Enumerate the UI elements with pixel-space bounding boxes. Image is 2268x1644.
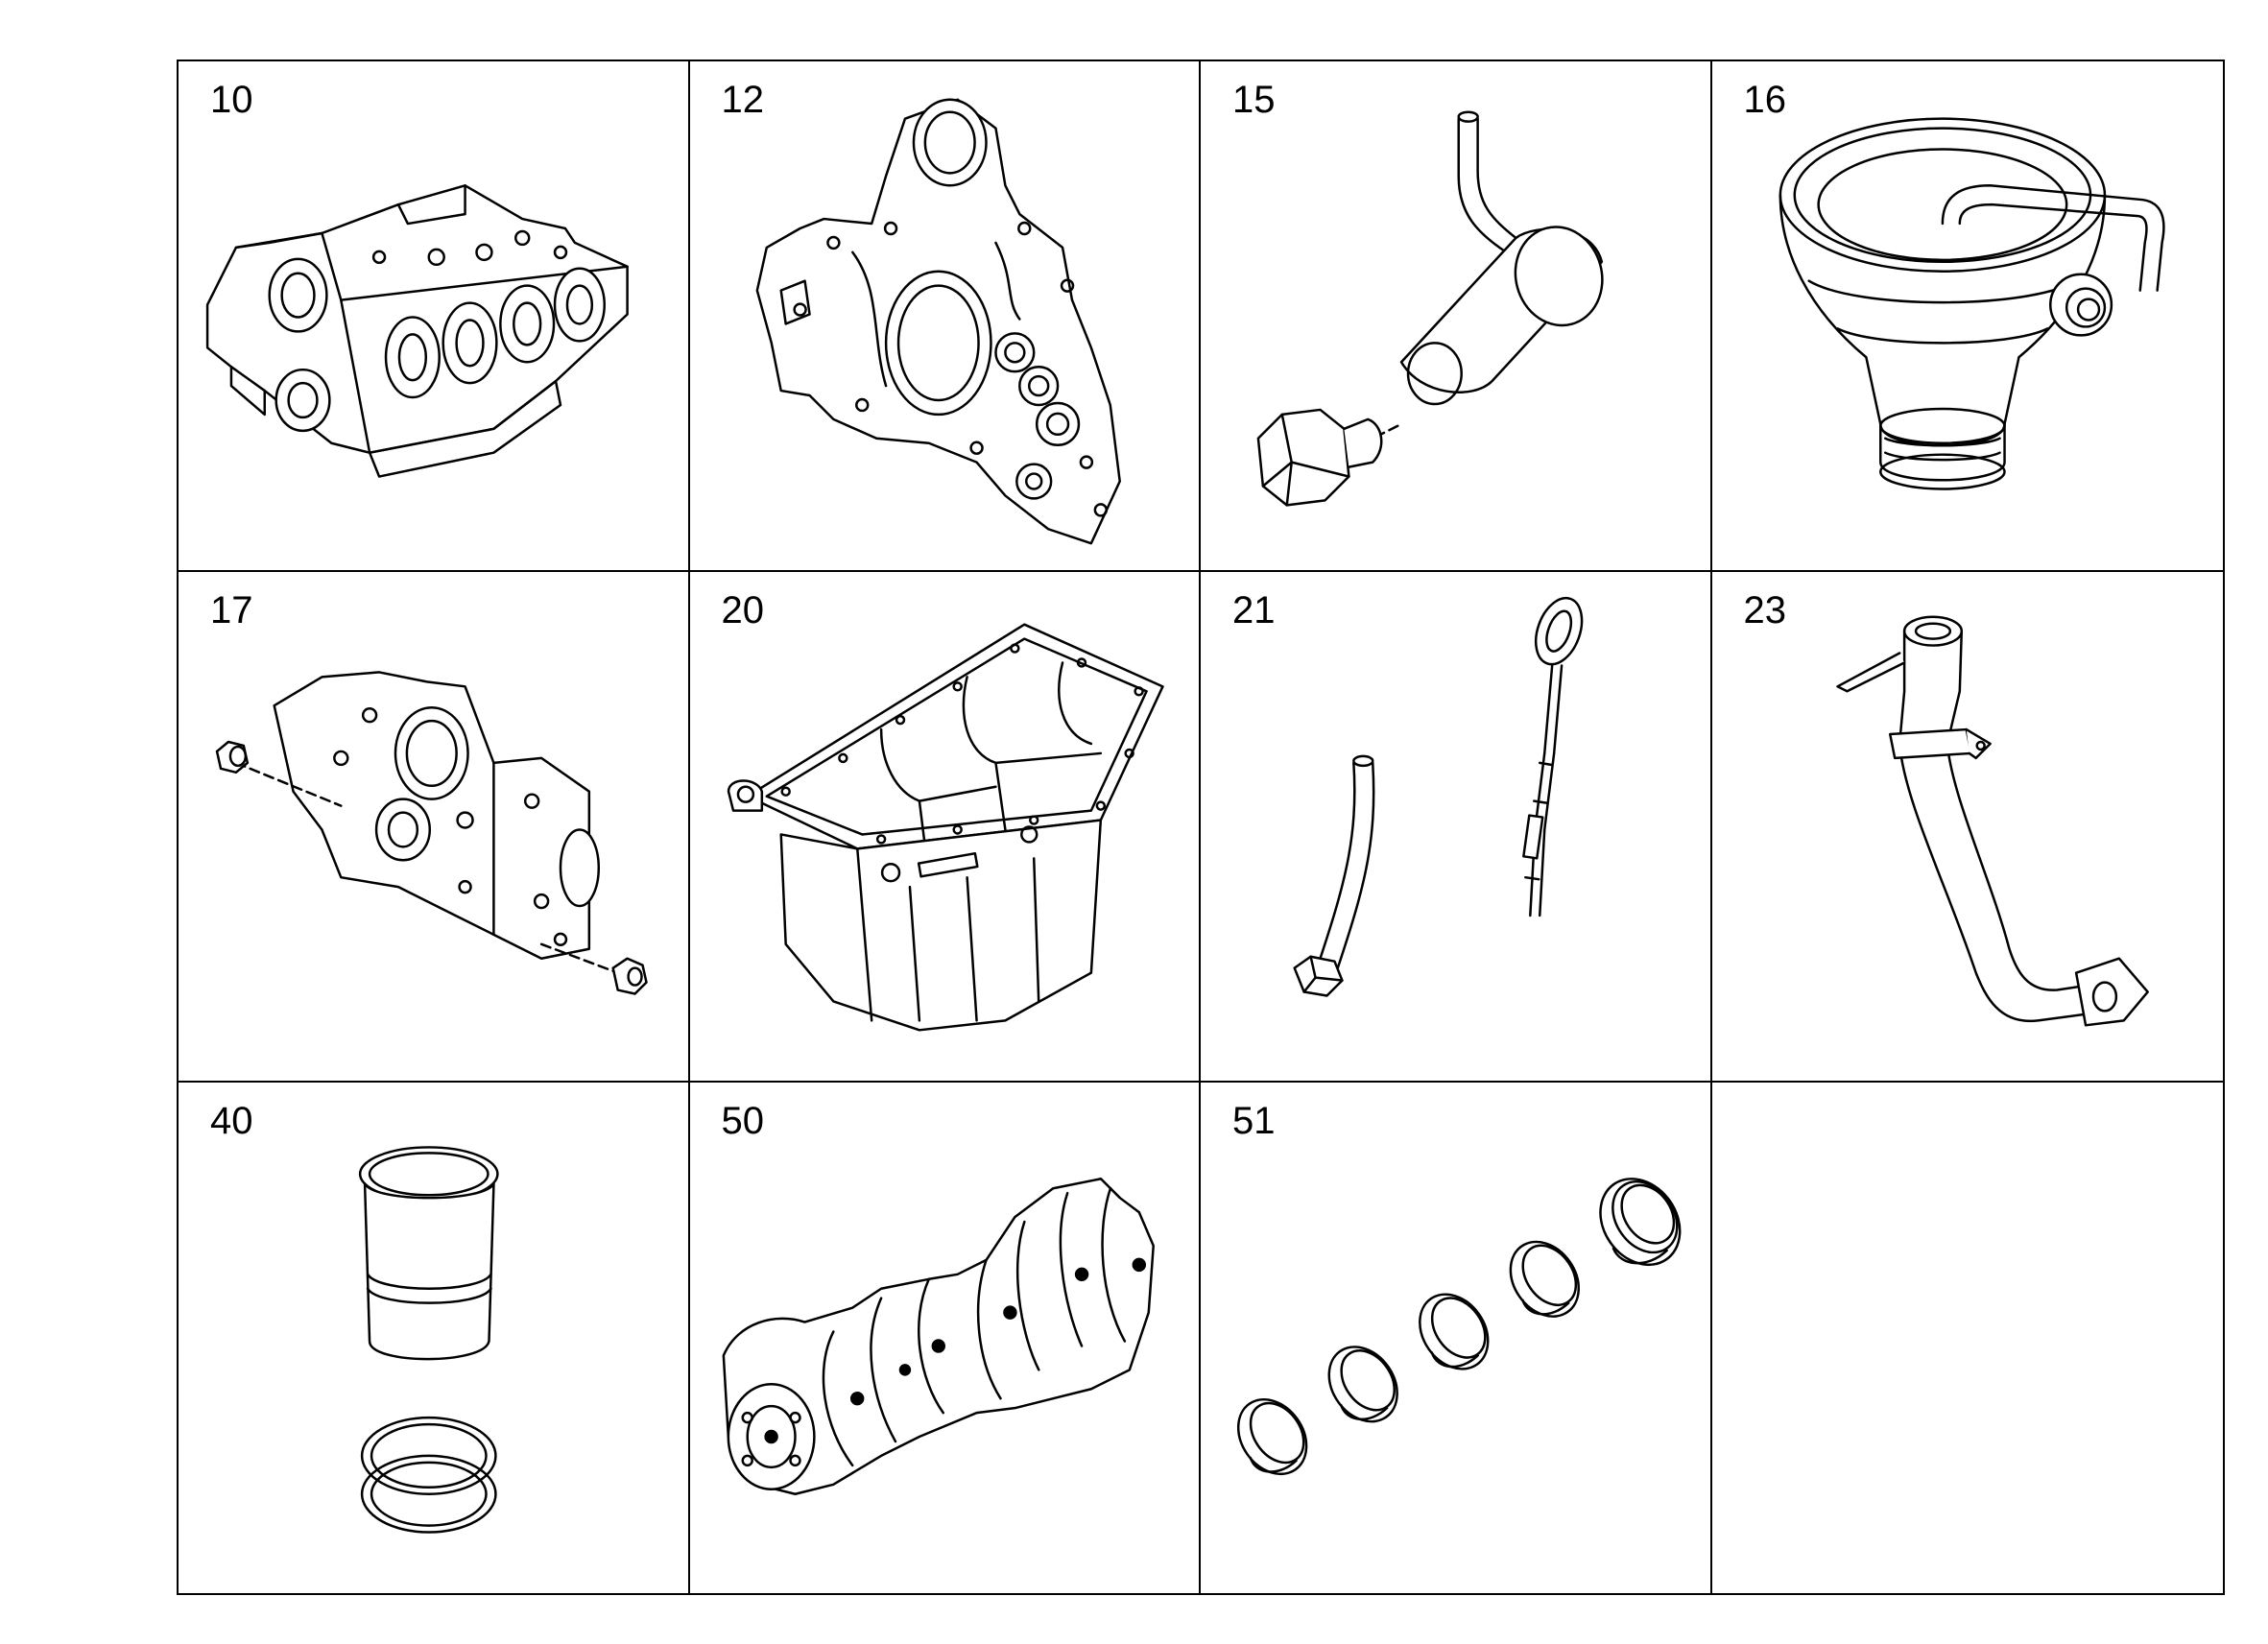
engine-block-icon	[205, 184, 629, 478]
part-number: 51	[1232, 1100, 1276, 1142]
cylinder-liner-icon	[358, 1146, 499, 1534]
part-number: 10	[210, 79, 253, 121]
part-cell-15[interactable]: 15	[1201, 61, 1712, 572]
part-cell-21[interactable]: 21	[1201, 572, 1712, 1083]
part-cell-17[interactable]: 17	[179, 572, 690, 1083]
oil-separator-icon	[1779, 117, 2165, 490]
housing-with-plugs-icon	[215, 671, 648, 995]
crankshaft-icon	[722, 1178, 1155, 1495]
bearing-shells-icon	[1236, 1178, 1682, 1476]
part-number: 50	[721, 1100, 765, 1142]
timing-case-icon	[755, 98, 1121, 545]
oil-filler-pipe-icon	[1835, 615, 2149, 1027]
part-cell-23[interactable]: 23	[1711, 572, 2223, 1083]
part-number: 40	[210, 1100, 253, 1142]
part-number: 23	[1743, 589, 1787, 631]
part-number: 15	[1232, 79, 1276, 121]
part-cell-16[interactable]: 16	[1711, 61, 2223, 572]
part-number: 17	[210, 589, 253, 631]
part-cell-20[interactable]: 20	[689, 572, 1201, 1083]
part-cell-12[interactable]: 12	[689, 61, 1201, 572]
part-cell-empty	[1712, 1083, 2224, 1593]
dipstick-and-tube-icon	[1293, 596, 1584, 997]
part-cell-40[interactable]: 40	[179, 1083, 690, 1593]
part-number: 21	[1232, 589, 1276, 631]
part-cell-10[interactable]: 10	[179, 61, 690, 572]
part-cell-50[interactable]: 50	[690, 1083, 1201, 1593]
parts-grid: 10 12	[177, 60, 2225, 1595]
part-cell-51[interactable]: 51	[1201, 1083, 1712, 1593]
part-number: 12	[721, 79, 765, 121]
drain-plug-tube-icon	[1256, 110, 1604, 507]
part-number: 16	[1743, 79, 1787, 121]
part-number: 20	[721, 589, 765, 631]
oil-pan-icon	[727, 623, 1164, 1032]
